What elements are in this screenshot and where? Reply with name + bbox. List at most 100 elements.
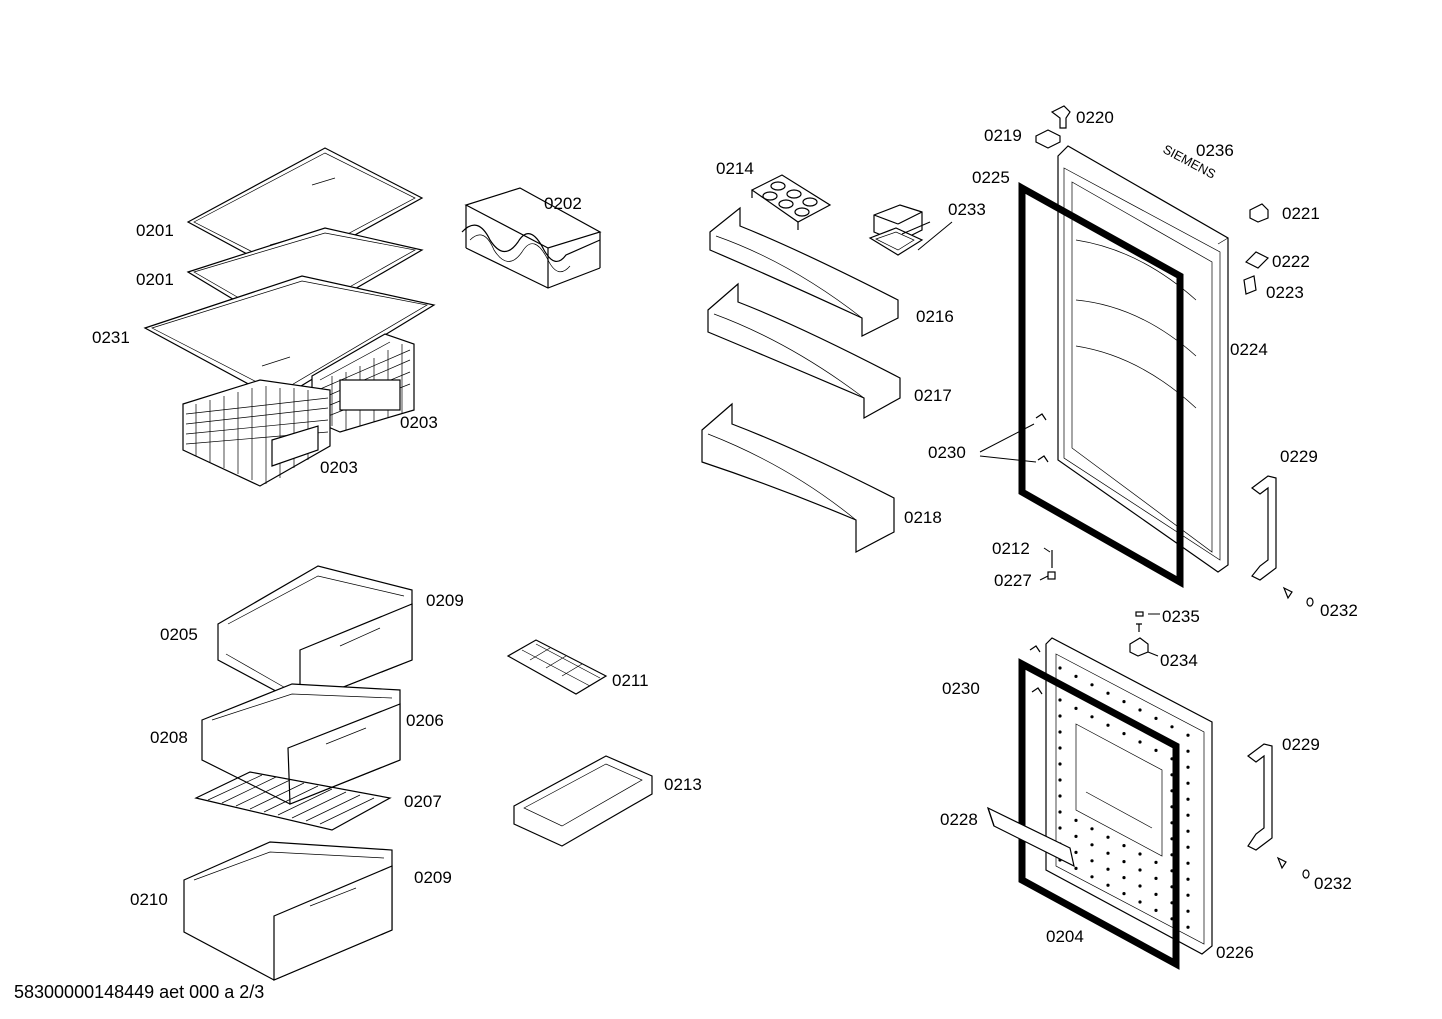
door-panel-dot [1186, 845, 1190, 849]
freezer-flap [986, 806, 1075, 868]
label-0201-upper: 0201 [136, 221, 174, 240]
door-panel-dot [1154, 716, 1158, 721]
fridge-door [1057, 145, 1229, 573]
door-panel-dot [1106, 723, 1110, 727]
label-0213: 0213 [664, 775, 702, 794]
label-0224: 0224 [1230, 340, 1268, 359]
label-0225: 0225 [972, 168, 1010, 187]
label-0230-fridge: 0230 [928, 443, 966, 462]
door-panel-dot [1122, 892, 1126, 896]
door-hinge-parts [1035, 105, 1270, 295]
door-panel-dot [1186, 813, 1190, 817]
label-0229-freezer: 0229 [1282, 735, 1320, 754]
crisper-drawer-rear [311, 333, 415, 433]
door-panel-dot [1122, 844, 1126, 848]
door-shelf-bottle [701, 402, 895, 553]
door-panel-dot [1106, 835, 1110, 839]
freezer-door-gasket [1018, 658, 1180, 970]
door-panel-dot [1106, 867, 1110, 871]
door-panel-dot [1058, 746, 1062, 750]
door-panel-dot [1074, 866, 1078, 871]
freezer-door [1045, 637, 1213, 955]
label-0232-freezer: 0232 [1314, 874, 1352, 893]
door-panel-dot [1186, 765, 1190, 769]
label-0208: 0208 [150, 728, 188, 747]
label-0223: 0223 [1266, 283, 1304, 302]
door-panel-dot [1186, 797, 1190, 801]
label-0216: 0216 [916, 307, 954, 326]
label-0214: 0214 [716, 159, 754, 178]
door-panel-dot [1154, 908, 1158, 913]
ice-cube-tray [506, 639, 608, 695]
freezer-drawer-middle [201, 683, 401, 805]
label-0210: 0210 [130, 890, 168, 909]
door-panel-dot [1090, 875, 1094, 879]
door-panel-dot [1186, 829, 1190, 833]
door-panel-dot [1154, 876, 1158, 881]
label-0236: 0236 [1196, 141, 1234, 160]
door-panel-dot [1058, 698, 1062, 702]
door-panel-dot [1074, 674, 1078, 679]
label-0230-freezer: 0230 [942, 679, 980, 698]
door-panel-dot [1074, 850, 1078, 855]
door-panel-dot [1186, 781, 1190, 785]
door-panel-dot [1154, 860, 1158, 865]
door-panel-dot [1058, 762, 1062, 766]
part-labels: 0201 0201 0231 0202 0203 0203 0214 0216 … [92, 108, 1358, 962]
door-panel-dot [1186, 733, 1190, 737]
label-0204: 0204 [1046, 927, 1084, 946]
door-panel-dot [1058, 714, 1062, 718]
label-0201-lower: 0201 [136, 270, 174, 289]
freezer-wire-grid [194, 771, 392, 831]
door-panel-dot [1074, 818, 1078, 823]
screws-fridge [1035, 413, 1314, 607]
label-0229-fridge: 0229 [1280, 447, 1318, 466]
door-panel-dot [1186, 861, 1190, 865]
door-shelf-middle [707, 282, 901, 420]
door-shelf-upper [709, 206, 899, 337]
door-panel-dot [1122, 876, 1126, 880]
door-panel-dot [1074, 706, 1078, 711]
door-panel-dot [1138, 900, 1142, 904]
label-0232-fridge: 0232 [1320, 601, 1358, 620]
label-0222: 0222 [1272, 252, 1310, 271]
freezer-door-handle [1247, 743, 1273, 851]
door-panel-dot [1170, 725, 1174, 729]
door-panel-dot [1138, 852, 1142, 856]
label-0203-rear: 0203 [400, 413, 438, 432]
door-panel-dot [1138, 708, 1142, 712]
door-panel-dot [1090, 683, 1094, 687]
door-panel-dot [1074, 834, 1078, 839]
leader-lines [901, 221, 1160, 657]
butter-compartment [868, 204, 924, 256]
label-0206: 0206 [406, 711, 444, 730]
fridge-door-gasket [1018, 182, 1184, 589]
door-panel-dot [1122, 700, 1126, 704]
door-panel-dot [1058, 810, 1062, 814]
egg-tray [750, 174, 832, 230]
door-panel-dot [1106, 883, 1110, 887]
ice-tray-pan [513, 755, 653, 847]
label-0203-front: 0203 [320, 458, 358, 477]
label-0226: 0226 [1216, 943, 1254, 962]
door-panel-dot [1186, 749, 1190, 753]
door-panel-dot [1058, 730, 1062, 734]
label-0219: 0219 [984, 126, 1022, 145]
door-panel-dot [1186, 909, 1190, 913]
door-panel-dot [1058, 826, 1062, 830]
label-0227: 0227 [994, 571, 1032, 590]
door-panel-dot [1106, 851, 1110, 855]
door-panel-dot [1058, 794, 1062, 798]
label-0228: 0228 [940, 810, 978, 829]
glass-shelf-lower [143, 275, 436, 401]
screws-freezer [1029, 611, 1310, 879]
door-panel-dot [1090, 827, 1094, 831]
label-0217: 0217 [914, 386, 952, 405]
door-panel-dot [1090, 715, 1094, 719]
door-panel-dot [1154, 748, 1158, 753]
fridge-door-handle [1251, 475, 1277, 581]
door-panel-dot [1138, 868, 1142, 872]
label-0221: 0221 [1282, 204, 1320, 223]
